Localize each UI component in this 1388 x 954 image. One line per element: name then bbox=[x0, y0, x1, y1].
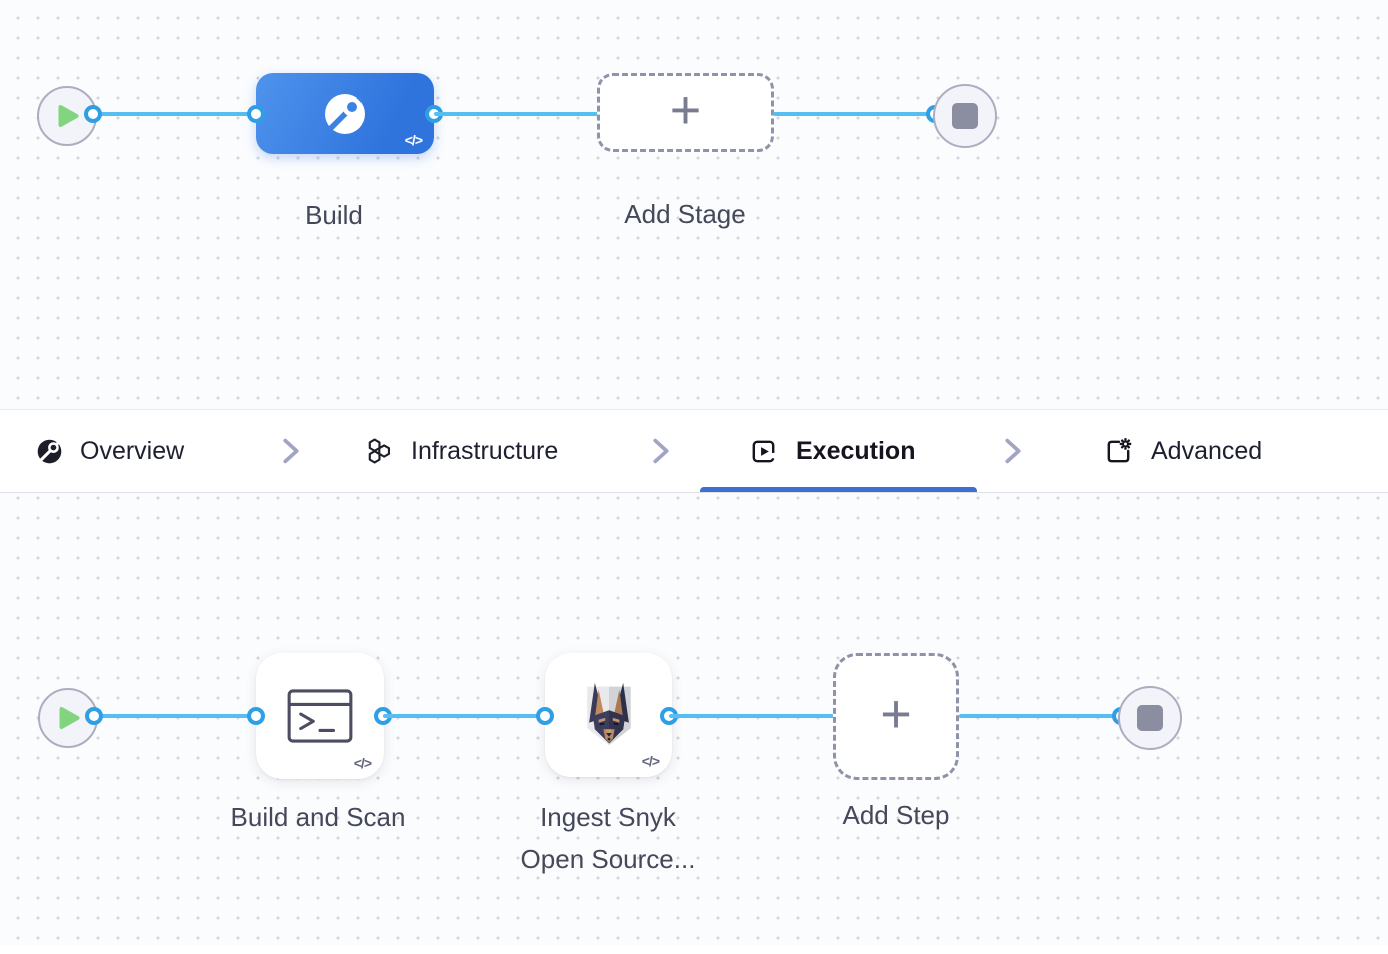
stage-yaml-badge[interactable]: </> bbox=[404, 132, 423, 148]
terminal-icon bbox=[287, 689, 353, 743]
infrastructure-hexagons-icon bbox=[368, 438, 391, 464]
pipeline-overview-icon bbox=[37, 439, 62, 463]
play-icon bbox=[58, 105, 78, 127]
tab-infrastructure[interactable]: Infrastructure bbox=[363, 410, 558, 492]
active-tab-underline bbox=[700, 487, 977, 492]
connector-addstep-to-end bbox=[959, 714, 1122, 718]
tab-label: Overview bbox=[80, 436, 185, 465]
canvas-bottom-strip bbox=[0, 945, 1388, 954]
connector-addstage-to-end bbox=[773, 112, 936, 116]
port-snyk-in[interactable] bbox=[535, 706, 554, 725]
stage-config-tabbar: Overview Infrastructure bbox=[0, 409, 1388, 493]
stage-label-build: Build bbox=[305, 200, 363, 230]
connector-buildscan-to-snyk bbox=[383, 714, 546, 718]
tab-label: Infrastructure bbox=[411, 436, 559, 465]
ci-build-stage-icon bbox=[325, 93, 365, 134]
advanced-gear-icon bbox=[1107, 437, 1132, 462]
step-node-build-and-scan[interactable]: </> bbox=[256, 653, 384, 779]
tab-label: Execution bbox=[796, 436, 916, 465]
tab-overview[interactable]: Overview bbox=[36, 410, 184, 492]
execution-end-node[interactable] bbox=[1118, 686, 1182, 750]
execution-play-icon bbox=[752, 440, 775, 462]
plus-icon: + bbox=[880, 683, 912, 744]
add-stage-button[interactable]: + bbox=[597, 73, 774, 152]
port-buildscan-in[interactable] bbox=[246, 706, 265, 725]
stop-icon bbox=[952, 103, 978, 129]
stage-node-build[interactable]: </> bbox=[256, 73, 434, 154]
add-step-button[interactable]: + bbox=[833, 653, 959, 780]
port-build-in[interactable] bbox=[246, 104, 265, 123]
step-label-ingest-snyk: Ingest Snyk Open Source... bbox=[498, 796, 718, 880]
step-label-build-and-scan: Build and Scan bbox=[230, 802, 406, 832]
port-start-out[interactable] bbox=[84, 706, 103, 725]
plus-icon: + bbox=[669, 79, 702, 140]
step-label-line2: Open Source... bbox=[520, 844, 696, 874]
snyk-doberman-icon bbox=[586, 682, 631, 746]
add-stage-label: Add Stage bbox=[624, 199, 746, 229]
step-label-line1: Ingest Snyk bbox=[540, 802, 676, 832]
tab-execution[interactable]: Execution bbox=[748, 410, 915, 492]
connector-start-to-buildscan bbox=[94, 714, 257, 718]
chevron-right-icon bbox=[283, 438, 299, 464]
stop-icon bbox=[1137, 705, 1163, 731]
connector-build-to-addstage bbox=[434, 112, 598, 116]
port-start-out[interactable] bbox=[83, 104, 102, 123]
step-node-ingest-snyk[interactable]: </> bbox=[545, 653, 672, 777]
add-step-label: Add Step bbox=[842, 800, 950, 830]
step-yaml-badge[interactable]: </> bbox=[641, 753, 660, 769]
connector-snyk-to-addstep bbox=[669, 714, 834, 718]
tab-advanced[interactable]: Advanced bbox=[1103, 410, 1262, 492]
step-yaml-badge[interactable]: </> bbox=[353, 755, 372, 771]
tab-label: Advanced bbox=[1151, 436, 1263, 465]
play-icon bbox=[59, 707, 79, 729]
pipeline-end-node[interactable] bbox=[933, 84, 997, 148]
connector-start-to-build bbox=[93, 112, 257, 116]
chevron-right-icon bbox=[653, 438, 669, 464]
chevron-right-icon bbox=[1005, 438, 1021, 464]
